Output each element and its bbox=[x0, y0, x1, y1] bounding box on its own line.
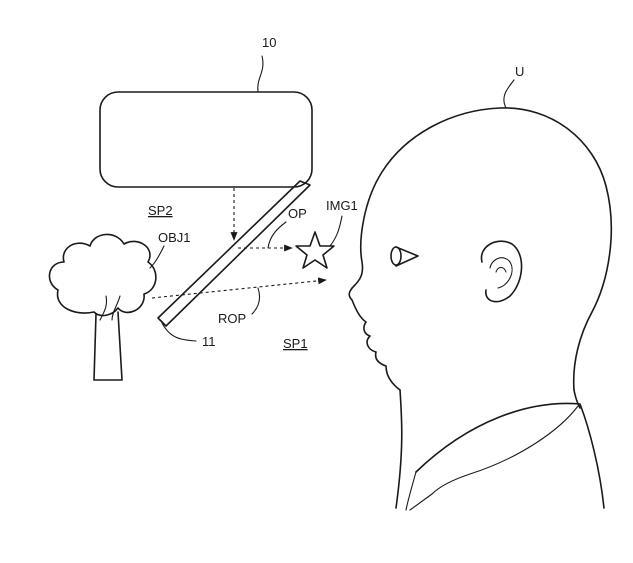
space1-label: SP1 bbox=[283, 336, 308, 351]
user-leader bbox=[503, 79, 515, 109]
projector-label: 10 bbox=[262, 35, 276, 50]
real-optical-path-leader bbox=[251, 287, 261, 315]
object-leader bbox=[149, 245, 165, 269]
real-optical-path-label: ROP bbox=[218, 311, 246, 326]
object-label: OBJ1 bbox=[158, 230, 191, 245]
optical-path-label: OP bbox=[288, 206, 307, 221]
optical-path-leader bbox=[267, 221, 287, 249]
user-label: U bbox=[515, 64, 524, 79]
tree-object bbox=[48, 233, 157, 381]
projector-leader bbox=[257, 55, 264, 93]
space2-label: SP2 bbox=[148, 203, 173, 218]
combiner-plate bbox=[157, 180, 311, 327]
user-head bbox=[348, 107, 613, 511]
image-label: IMG1 bbox=[326, 198, 358, 213]
virtual-image-star bbox=[295, 231, 335, 269]
image-leader bbox=[329, 215, 343, 247]
projector-box bbox=[99, 91, 313, 188]
real-light-ray bbox=[151, 277, 327, 299]
combiner-label: 11 bbox=[202, 334, 216, 349]
combiner-leader bbox=[161, 322, 197, 342]
